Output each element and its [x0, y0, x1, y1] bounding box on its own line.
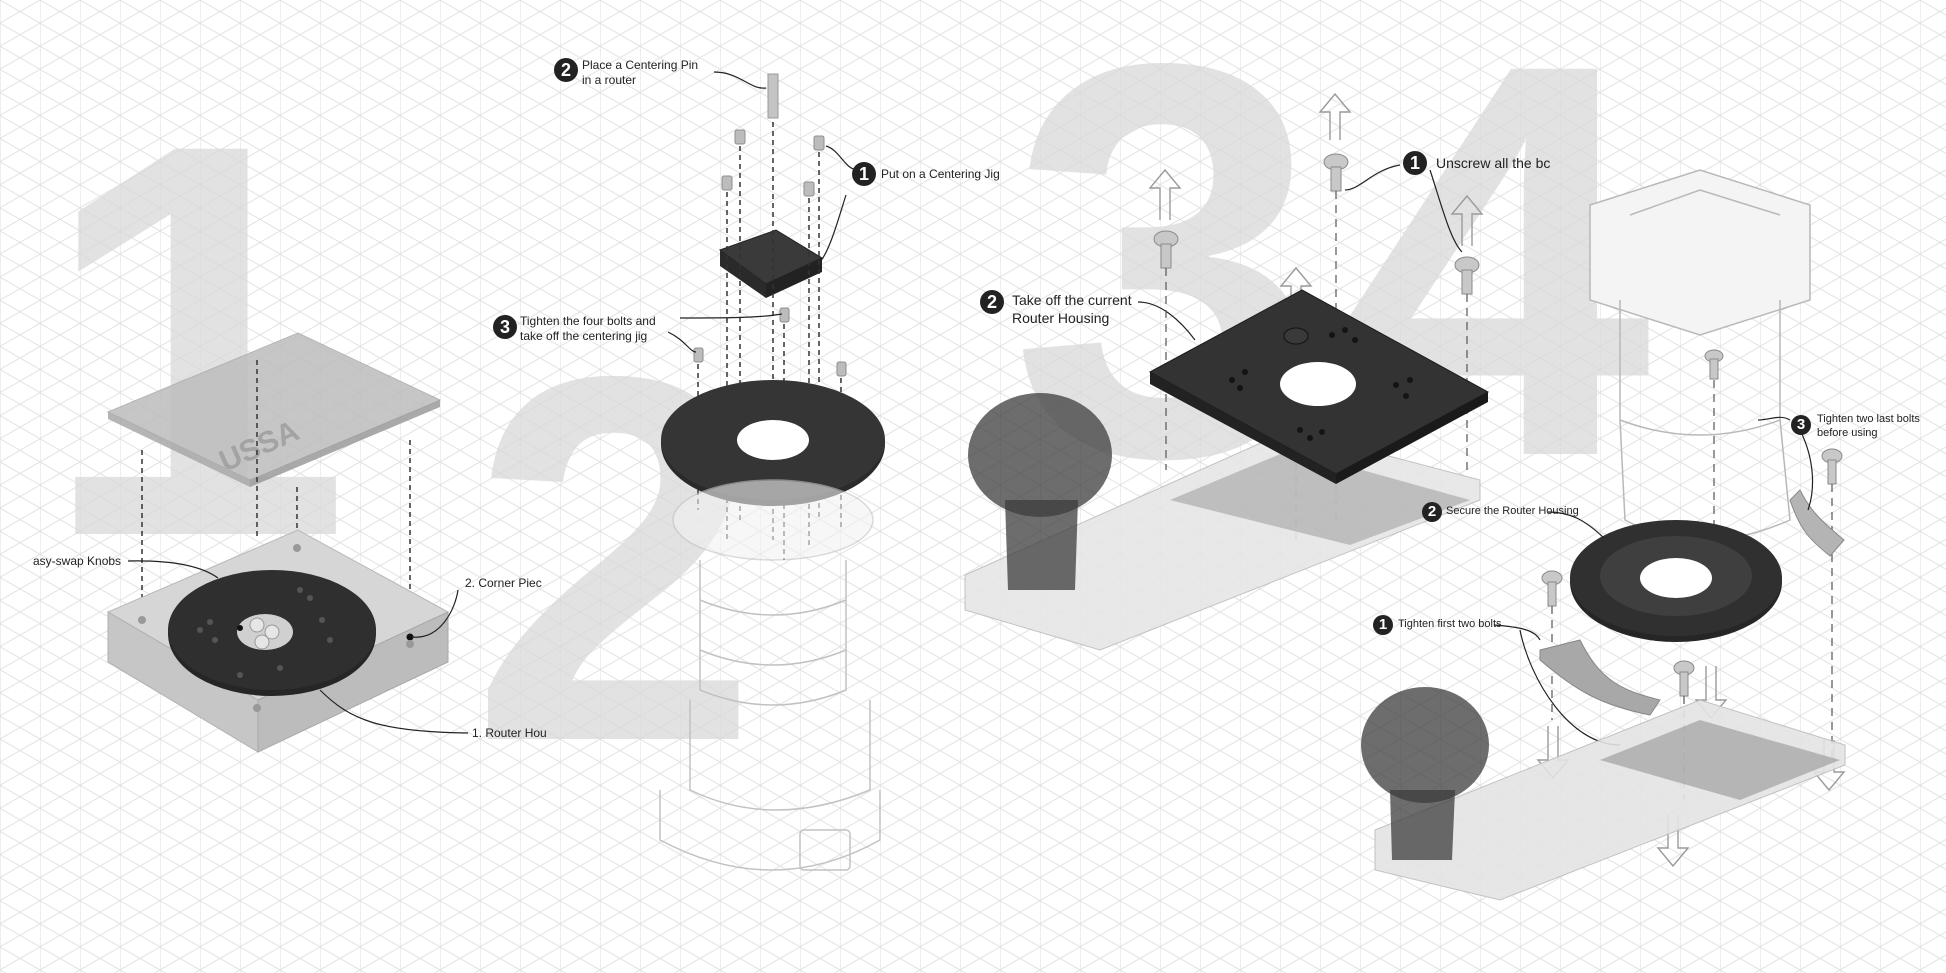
callout-line-1: Place a Centering Pin [582, 58, 699, 72]
step-badge-3: 3 [1791, 415, 1811, 435]
section-2-assembly [659, 71, 885, 871]
callout-line-2: before using [1817, 426, 1878, 439]
callout-corner-piece: 2. Corner Piec [465, 576, 542, 590]
callout-line-2: in a router [582, 73, 637, 87]
step-badge-1: 1 [1403, 151, 1427, 175]
callout-easy-swap-knobs: asy-swap Knobs [33, 554, 122, 568]
callout-tighten-four-bolts: Tighten the four bolts and take off the … [520, 314, 656, 344]
callout-line-2: Router Housing [1012, 309, 1110, 326]
step-badge-1: 1 [852, 162, 876, 186]
step-badge-2: 2 [1422, 502, 1442, 522]
callout-unscrew-bolts: Unscrew all the bc [1436, 155, 1551, 171]
section-4-assembly [1361, 169, 1846, 901]
section-numeral-2: 2 [470, 269, 760, 850]
step-badge-2: 2 [980, 290, 1004, 314]
callout-tighten-first-bolts: Tighten first two bolts [1398, 618, 1502, 630]
callout-centering-pin: Place a Centering Pin in a router [582, 58, 698, 88]
step-badge-3: 3 [493, 315, 517, 339]
section-3-assembly [964, 92, 1490, 651]
callout-router-housing: 1. Router Hou [472, 726, 547, 740]
callout-secure-housing: Secure the Router Housing [1446, 505, 1579, 517]
callout-line-2: take off the centering jig [520, 329, 648, 343]
callout-line-1: Tighten the four bolts and [520, 314, 656, 328]
step-badge-2: 2 [554, 58, 578, 82]
callout-tighten-last-bolts: Tighten two last bolts before using [1817, 413, 1920, 441]
callout-take-off-housing: Take off the current Router Housing [1012, 292, 1132, 327]
section-1-assembly: USSA [106, 332, 469, 753]
callout-line-1: Take off the current [1012, 292, 1132, 308]
callout-line-1: Tighten two last bolts [1817, 413, 1920, 425]
step-badge-1: 1 [1373, 615, 1393, 635]
callout-centering-jig: Put on a Centering Jig [881, 167, 1000, 181]
